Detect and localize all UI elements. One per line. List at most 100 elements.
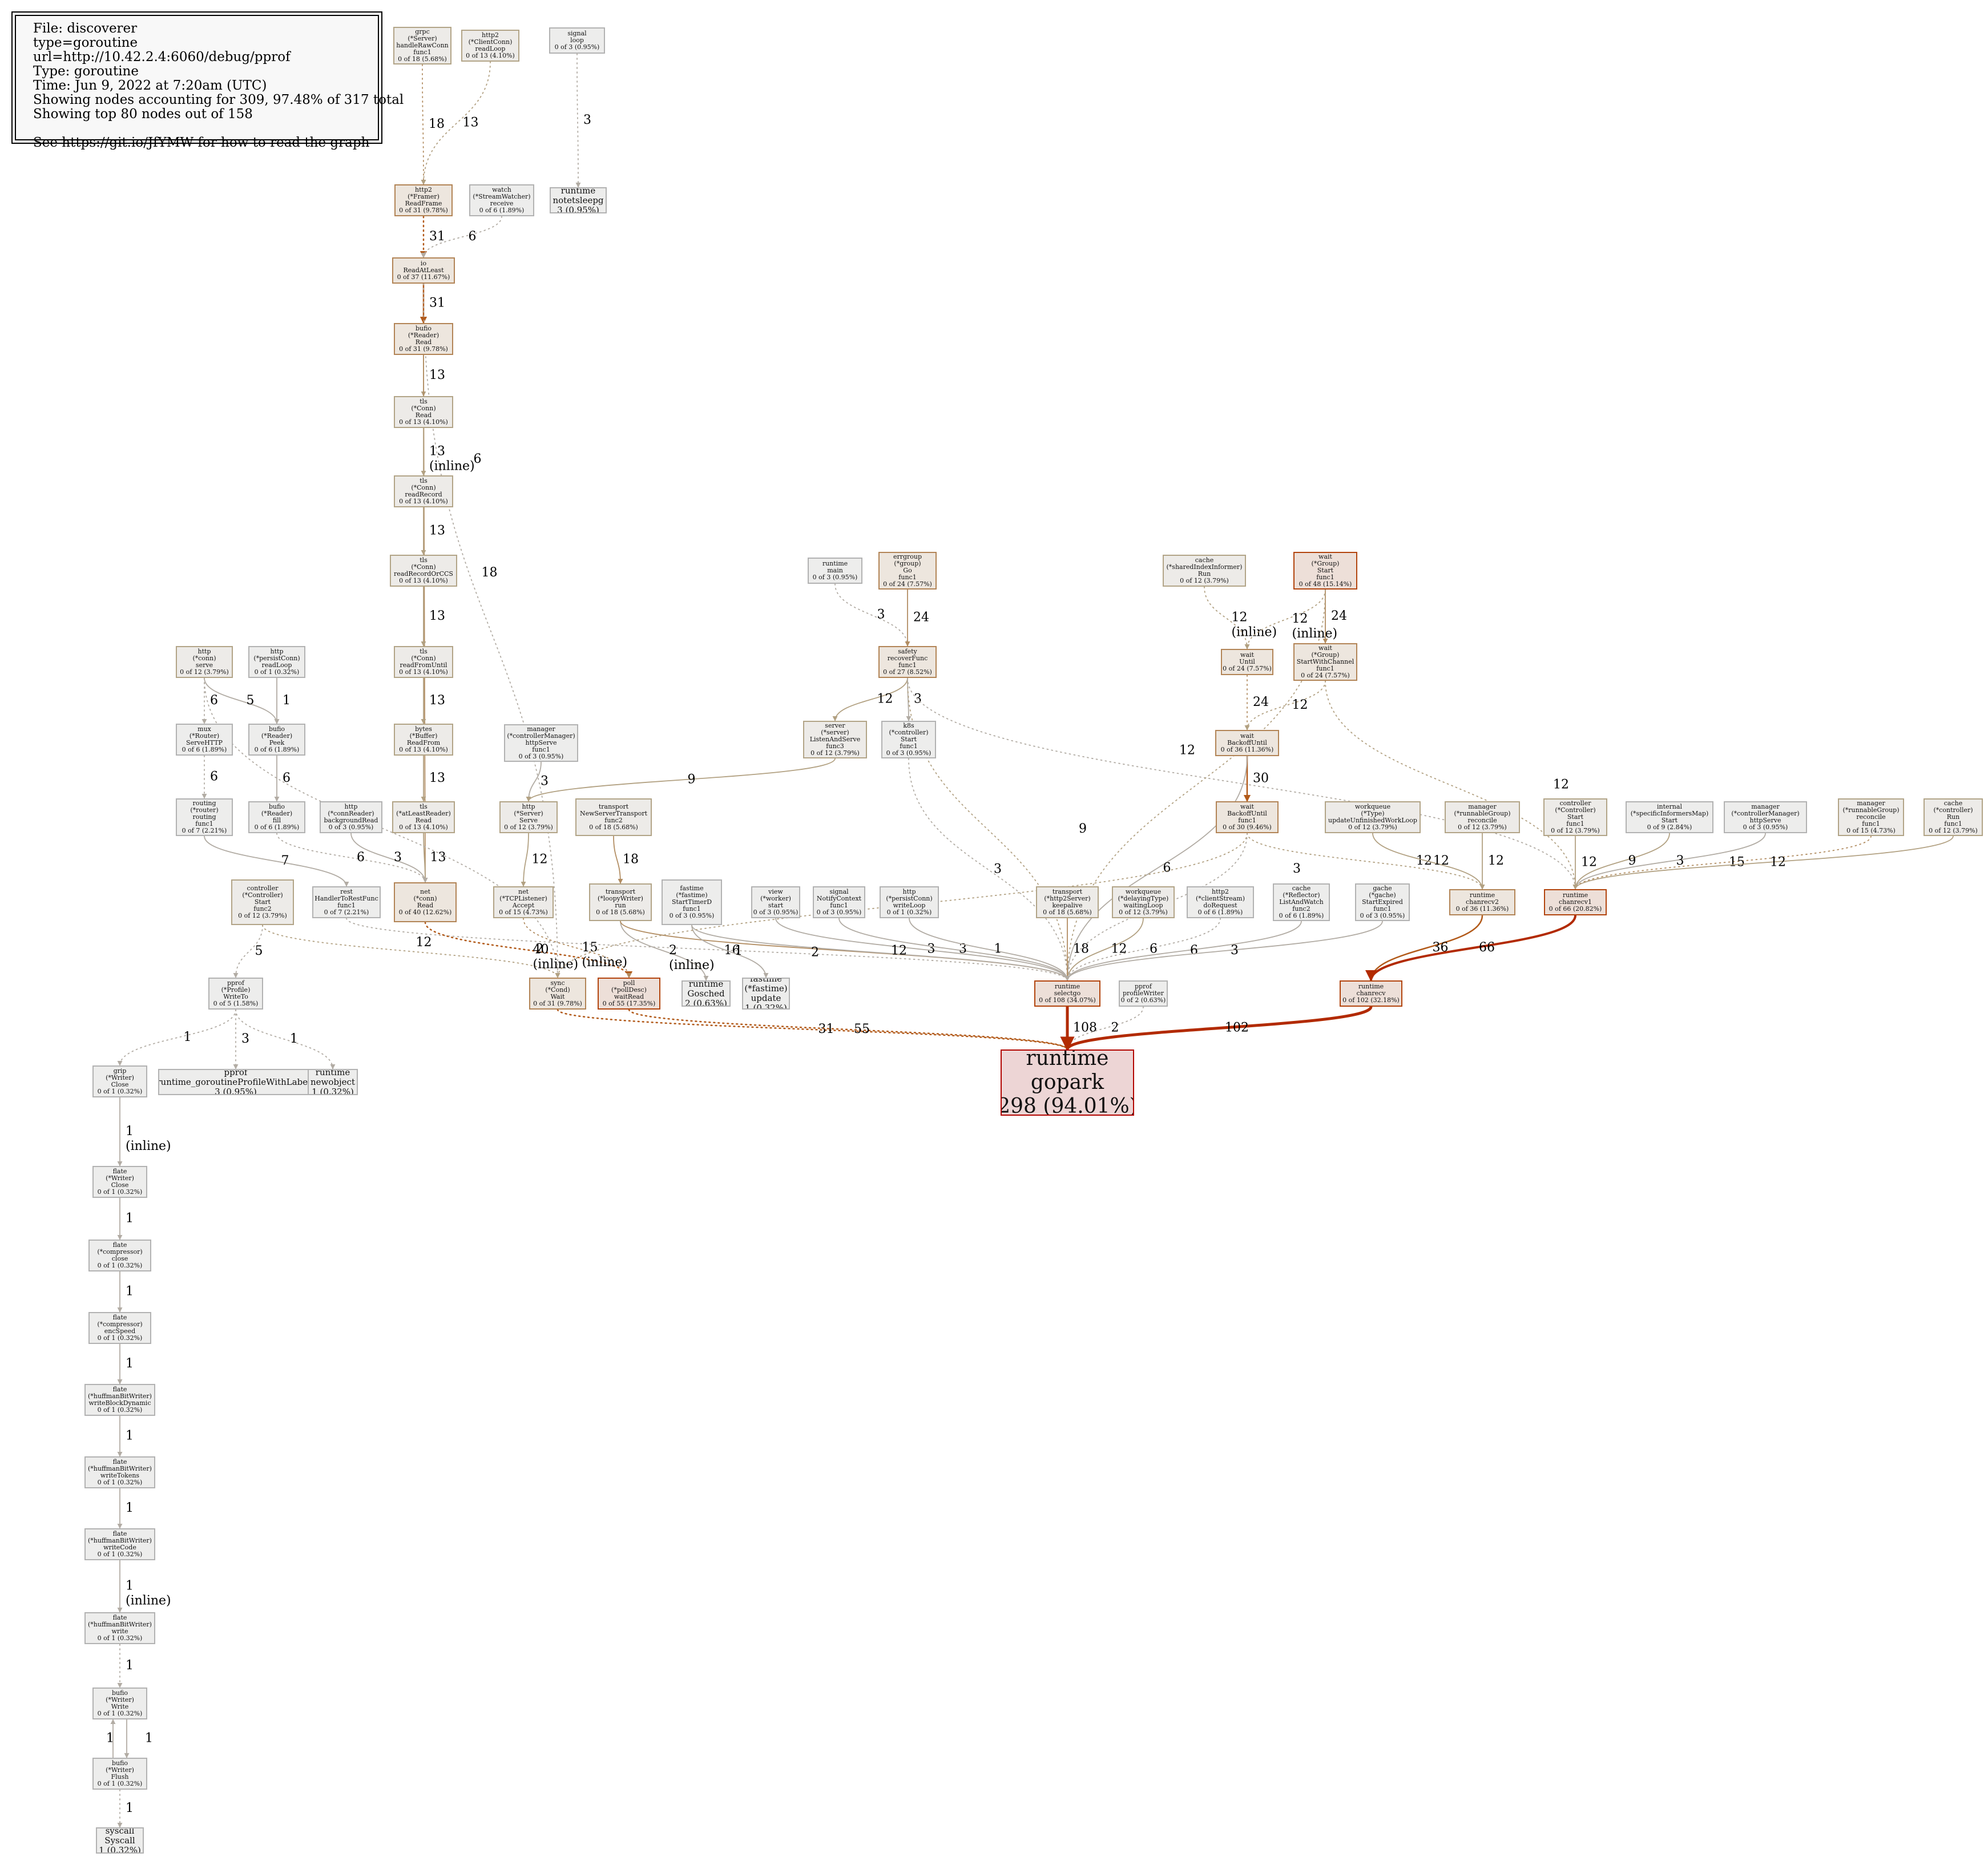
node-label-line: NotifyContext xyxy=(816,895,862,902)
edge-label: 3 xyxy=(541,774,549,789)
edge-label: 5 xyxy=(255,944,263,958)
graph-edge xyxy=(691,925,1070,981)
node-label-line: (*runnableGroup) xyxy=(1842,806,1900,814)
edge-label: 55 xyxy=(854,1022,870,1036)
graph-node: flate(*huffmanBitWriter)writeBlockDynami… xyxy=(84,1384,155,1416)
edge-label: 6 xyxy=(1163,861,1171,875)
edge-label: 6 xyxy=(210,770,218,784)
node-label-line: func1 xyxy=(413,49,432,56)
edge-label: 12 xyxy=(891,944,907,958)
node-label-line: Until xyxy=(1239,658,1255,665)
node-label-line: (*Profile) xyxy=(221,986,251,994)
node-label-line: selectgo xyxy=(1054,990,1081,997)
node-label-line: Close xyxy=(111,1181,129,1189)
node-label-line: runtime xyxy=(1358,983,1384,990)
node-label-line: runtime xyxy=(688,980,724,989)
node-label-line: handleRawConn xyxy=(396,42,449,49)
edge-label: 18 xyxy=(482,566,498,580)
edge-label: 1 xyxy=(994,942,1002,956)
node-label-line: workqueue xyxy=(1125,888,1162,895)
node-label-line: runtime xyxy=(1562,891,1588,899)
graph-edge xyxy=(526,758,836,802)
graph-edge xyxy=(262,925,560,978)
edge-label: 3 xyxy=(959,942,967,956)
graph-edge xyxy=(1365,914,1576,982)
node-label-line: wait xyxy=(1240,732,1254,740)
node-label-line: http xyxy=(270,648,284,655)
node-label-line: 0 of 1 (0.32%) xyxy=(97,1634,143,1642)
node-label-line: 0 of 12 (3.79%) xyxy=(1180,577,1229,584)
node-label-line: (*Group) xyxy=(1311,651,1340,659)
edge-label: 2 xyxy=(811,946,819,960)
node-label-line: update xyxy=(751,993,781,1003)
node-label-line: 0 of 66 (20.82%) xyxy=(1549,905,1602,913)
graph-edge xyxy=(1064,918,1221,981)
edge-label: 30 xyxy=(1253,772,1269,786)
edge-label: 9 xyxy=(688,773,696,787)
node-label-line: 0 of 102 (32.18%) xyxy=(1342,996,1400,1004)
node-label-line: 0 of 24 (7.57%) xyxy=(1223,665,1272,672)
node-label-line: (*Writer) xyxy=(106,1766,134,1774)
node-label-line: 0 of 1 (0.32%) xyxy=(97,1710,143,1717)
edge-label: 12 xyxy=(416,935,432,950)
node-label-line: httpServe xyxy=(525,739,557,746)
node-label-line: 0 of 3 (0.95%) xyxy=(886,749,932,757)
node-label-line: ServeHTTP xyxy=(186,739,223,746)
graph-edge xyxy=(1572,833,1670,890)
node-label-line: 1 (0.32%) xyxy=(745,1003,787,1010)
node-label-line: backgroundRead xyxy=(324,817,378,824)
node-label-line: 0 of 27 (8.52%) xyxy=(883,668,932,676)
node-label-line: Gosched xyxy=(687,988,725,999)
node-label-line: bufio xyxy=(111,1689,128,1697)
node-label-line: runtime xyxy=(1054,983,1080,990)
edge-label: 18 xyxy=(429,117,445,131)
node-label-line: Start xyxy=(1661,817,1678,824)
node-label-line: (*specificInformersMap) xyxy=(1630,810,1709,817)
node-label-line: func1 xyxy=(1238,817,1256,824)
node-label-line: 0 of 6 (1.89%) xyxy=(254,823,300,831)
node-label-line: controller xyxy=(1559,800,1591,807)
node-label-line: (*Controller) xyxy=(242,891,283,899)
node-label-line: (*router) xyxy=(190,806,219,814)
node-label-line: writeTokens xyxy=(100,1472,140,1479)
node-label-line: 0 of 1 (0.32%) xyxy=(97,1334,143,1342)
node-label-line: http2 xyxy=(482,31,499,39)
edge-label: 6 xyxy=(469,229,477,244)
node-label-line: 0 of 12 (3.79%) xyxy=(1551,827,1600,834)
edge-label: 6 xyxy=(210,693,218,708)
edge-label: 13(inline) xyxy=(429,445,475,474)
node-label-line: 0 of 18 (5.68%) xyxy=(596,909,645,916)
edge-label: 6 xyxy=(1150,942,1158,956)
node-label-line: internal xyxy=(1657,803,1682,810)
node-label-line: reconcile xyxy=(1467,817,1497,824)
node-label-line: start xyxy=(768,902,784,909)
node-label-line: 2 (0.63%) xyxy=(685,998,727,1007)
node-label-line: 0 of 55 (17.35%) xyxy=(602,1000,656,1007)
node-label-line: 0 of 1 (0.32%) xyxy=(97,1780,143,1787)
node-label-line: flate xyxy=(112,1458,127,1466)
node-label-line: 0 of 3 (0.95%) xyxy=(669,912,715,919)
node-label-line: 0 of 1 (0.32%) xyxy=(97,1551,143,1558)
node-label-line: cache xyxy=(1292,885,1311,892)
node-label-line: sync xyxy=(550,979,565,987)
graph-edge xyxy=(1325,680,1578,890)
graph-edge xyxy=(832,677,908,721)
legend-text: File: discoverer type=goroutine url=http… xyxy=(15,15,404,150)
node-label-line: func1 xyxy=(532,746,550,753)
